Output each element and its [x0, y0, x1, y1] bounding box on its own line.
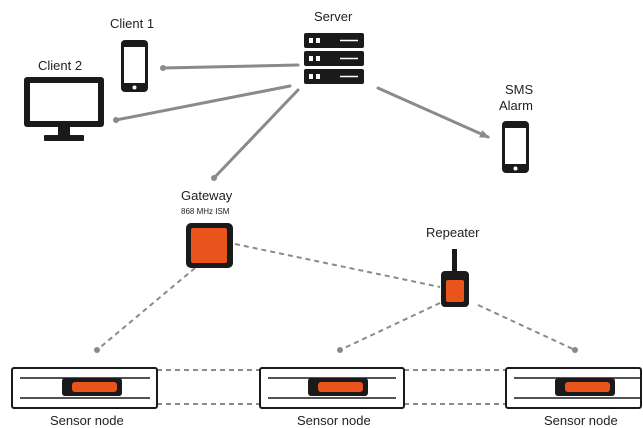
label-gateway: Gateway — [181, 188, 233, 203]
link-endpoints — [113, 65, 217, 181]
link-server-gateway — [212, 88, 300, 180]
radio-gateway-sensor1 — [96, 267, 196, 351]
label-repeater: Repeater — [426, 225, 480, 240]
sensor-node-3-icon — [505, 367, 642, 409]
label-gateway-band: 868 MHz ISM — [181, 207, 230, 216]
label-client1: Client 1 — [110, 16, 155, 31]
wireless-links — [96, 243, 576, 405]
link-server-client1 — [161, 63, 300, 70]
server-rack-icon — [304, 33, 364, 84]
repeater-antenna-icon — [441, 249, 469, 307]
client2-monitor-icon — [24, 77, 104, 141]
label-sensor-node-2: Sensor node — [297, 413, 371, 428]
wireless-endpoints — [94, 347, 578, 353]
label-sensor-node-3: Sensor node — [544, 413, 618, 428]
label-client2: Client 2 — [38, 58, 83, 73]
label-sms: SMS — [505, 82, 534, 97]
radio-repeater-sensor3 — [477, 304, 576, 351]
radio-repeater-sensor2 — [339, 302, 441, 351]
label-server: Server — [314, 9, 353, 24]
label-alarm: Alarm — [499, 98, 533, 113]
solid-links — [114, 63, 490, 180]
sensor-node-2-icon — [259, 367, 405, 409]
radio-gateway-repeater — [234, 243, 441, 288]
label-sensor-node-1: Sensor node — [50, 413, 124, 428]
sms-phone-icon — [502, 121, 529, 173]
gateway-box-icon — [186, 223, 233, 268]
link-server-client2 — [114, 84, 292, 122]
client1-phone-icon — [121, 40, 148, 92]
link-server-sms — [376, 86, 490, 139]
sensor-node-1-icon — [11, 367, 158, 409]
